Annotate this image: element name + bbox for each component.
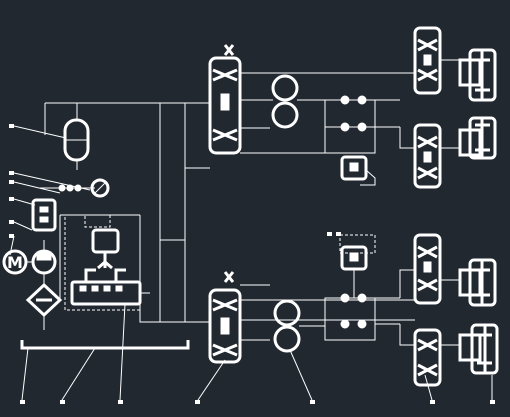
hydraulic-cylinder-2 (458, 116, 497, 160)
check-matrix-lower (324, 293, 400, 341)
oil-cooler (25, 273, 63, 330)
valve-stack-3 (399, 233, 460, 305)
relief-valve-block (64, 214, 150, 311)
check-matrix-upper (324, 95, 400, 154)
hydraulic-cylinder-3 (458, 258, 497, 307)
accumulator (63, 103, 90, 170)
pilot-valve-lower (327, 232, 376, 298)
valve-stack-1 (413, 26, 460, 95)
flow-divider-upper (270, 74, 325, 129)
pilot-valve-upper (340, 155, 376, 186)
bottom-leaders (20, 303, 495, 404)
electric-motor: M (2, 249, 33, 275)
valve-stack-2 (399, 123, 460, 189)
flow-divider-lower (273, 299, 325, 353)
hydraulic-cylinder-1 (458, 48, 497, 102)
pump (31, 240, 57, 275)
return-filter (31, 198, 57, 232)
check-valves (40, 184, 95, 192)
pressure-gauge (90, 178, 110, 198)
directional-valve-lower (208, 271, 242, 364)
motor-label: M (7, 253, 23, 272)
oil-tank (20, 340, 190, 350)
directional-valve-upper (208, 44, 242, 155)
hydraulic-cylinder-4 (458, 323, 499, 375)
main-piping (44, 72, 415, 341)
valve-stack-4 (399, 324, 460, 387)
